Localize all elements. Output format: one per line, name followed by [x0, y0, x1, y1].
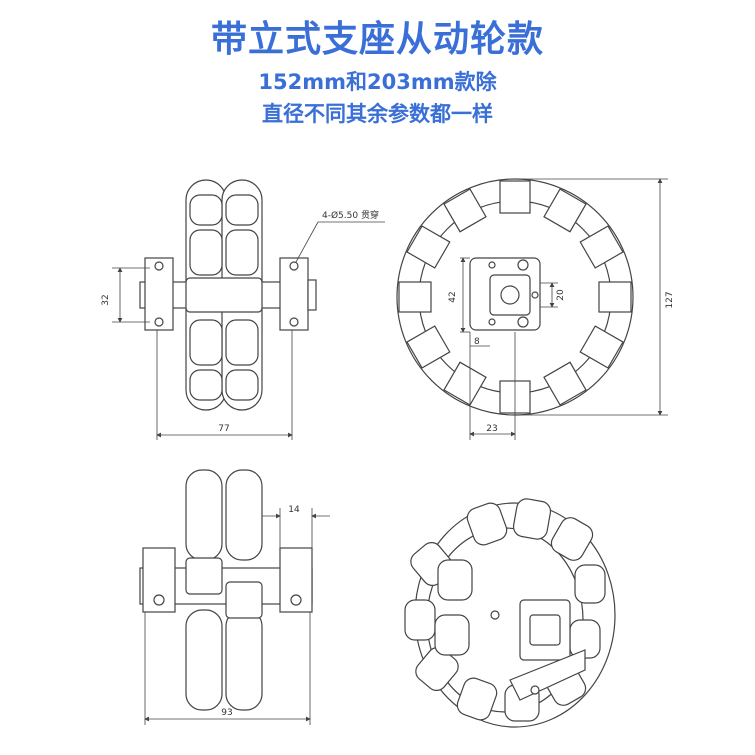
subtitle-line-1: 152mm和203mm款除	[258, 70, 497, 94]
side-view	[139, 179, 317, 411]
dim-top-width: 93	[221, 708, 232, 718]
dim-top-offset: 14	[288, 505, 300, 515]
dim-front-width: 23	[486, 424, 497, 434]
isometric-view	[404, 498, 616, 728]
top-view-dimensions	[144, 508, 330, 725]
top-view	[139, 469, 313, 711]
subtitle-line-2: 直径不同其余参数都一样	[262, 102, 493, 126]
dim-front-diameter: 127	[665, 291, 675, 308]
page-title: 带立式支座从动轮款	[210, 19, 544, 60]
dim-front-hub-height: 42	[448, 291, 458, 302]
dim-hole-note: 4-Ø5.50 贯穿	[322, 209, 379, 221]
side-view-dimensions	[112, 221, 385, 440]
dim-front-small: 8	[474, 337, 480, 347]
roller-ring	[398, 180, 632, 414]
dim-side-height: 32	[101, 294, 111, 305]
dim-front-hole-height: 20	[556, 289, 566, 301]
front-view-dimensions	[460, 178, 668, 440]
dim-side-width: 77	[218, 424, 229, 434]
